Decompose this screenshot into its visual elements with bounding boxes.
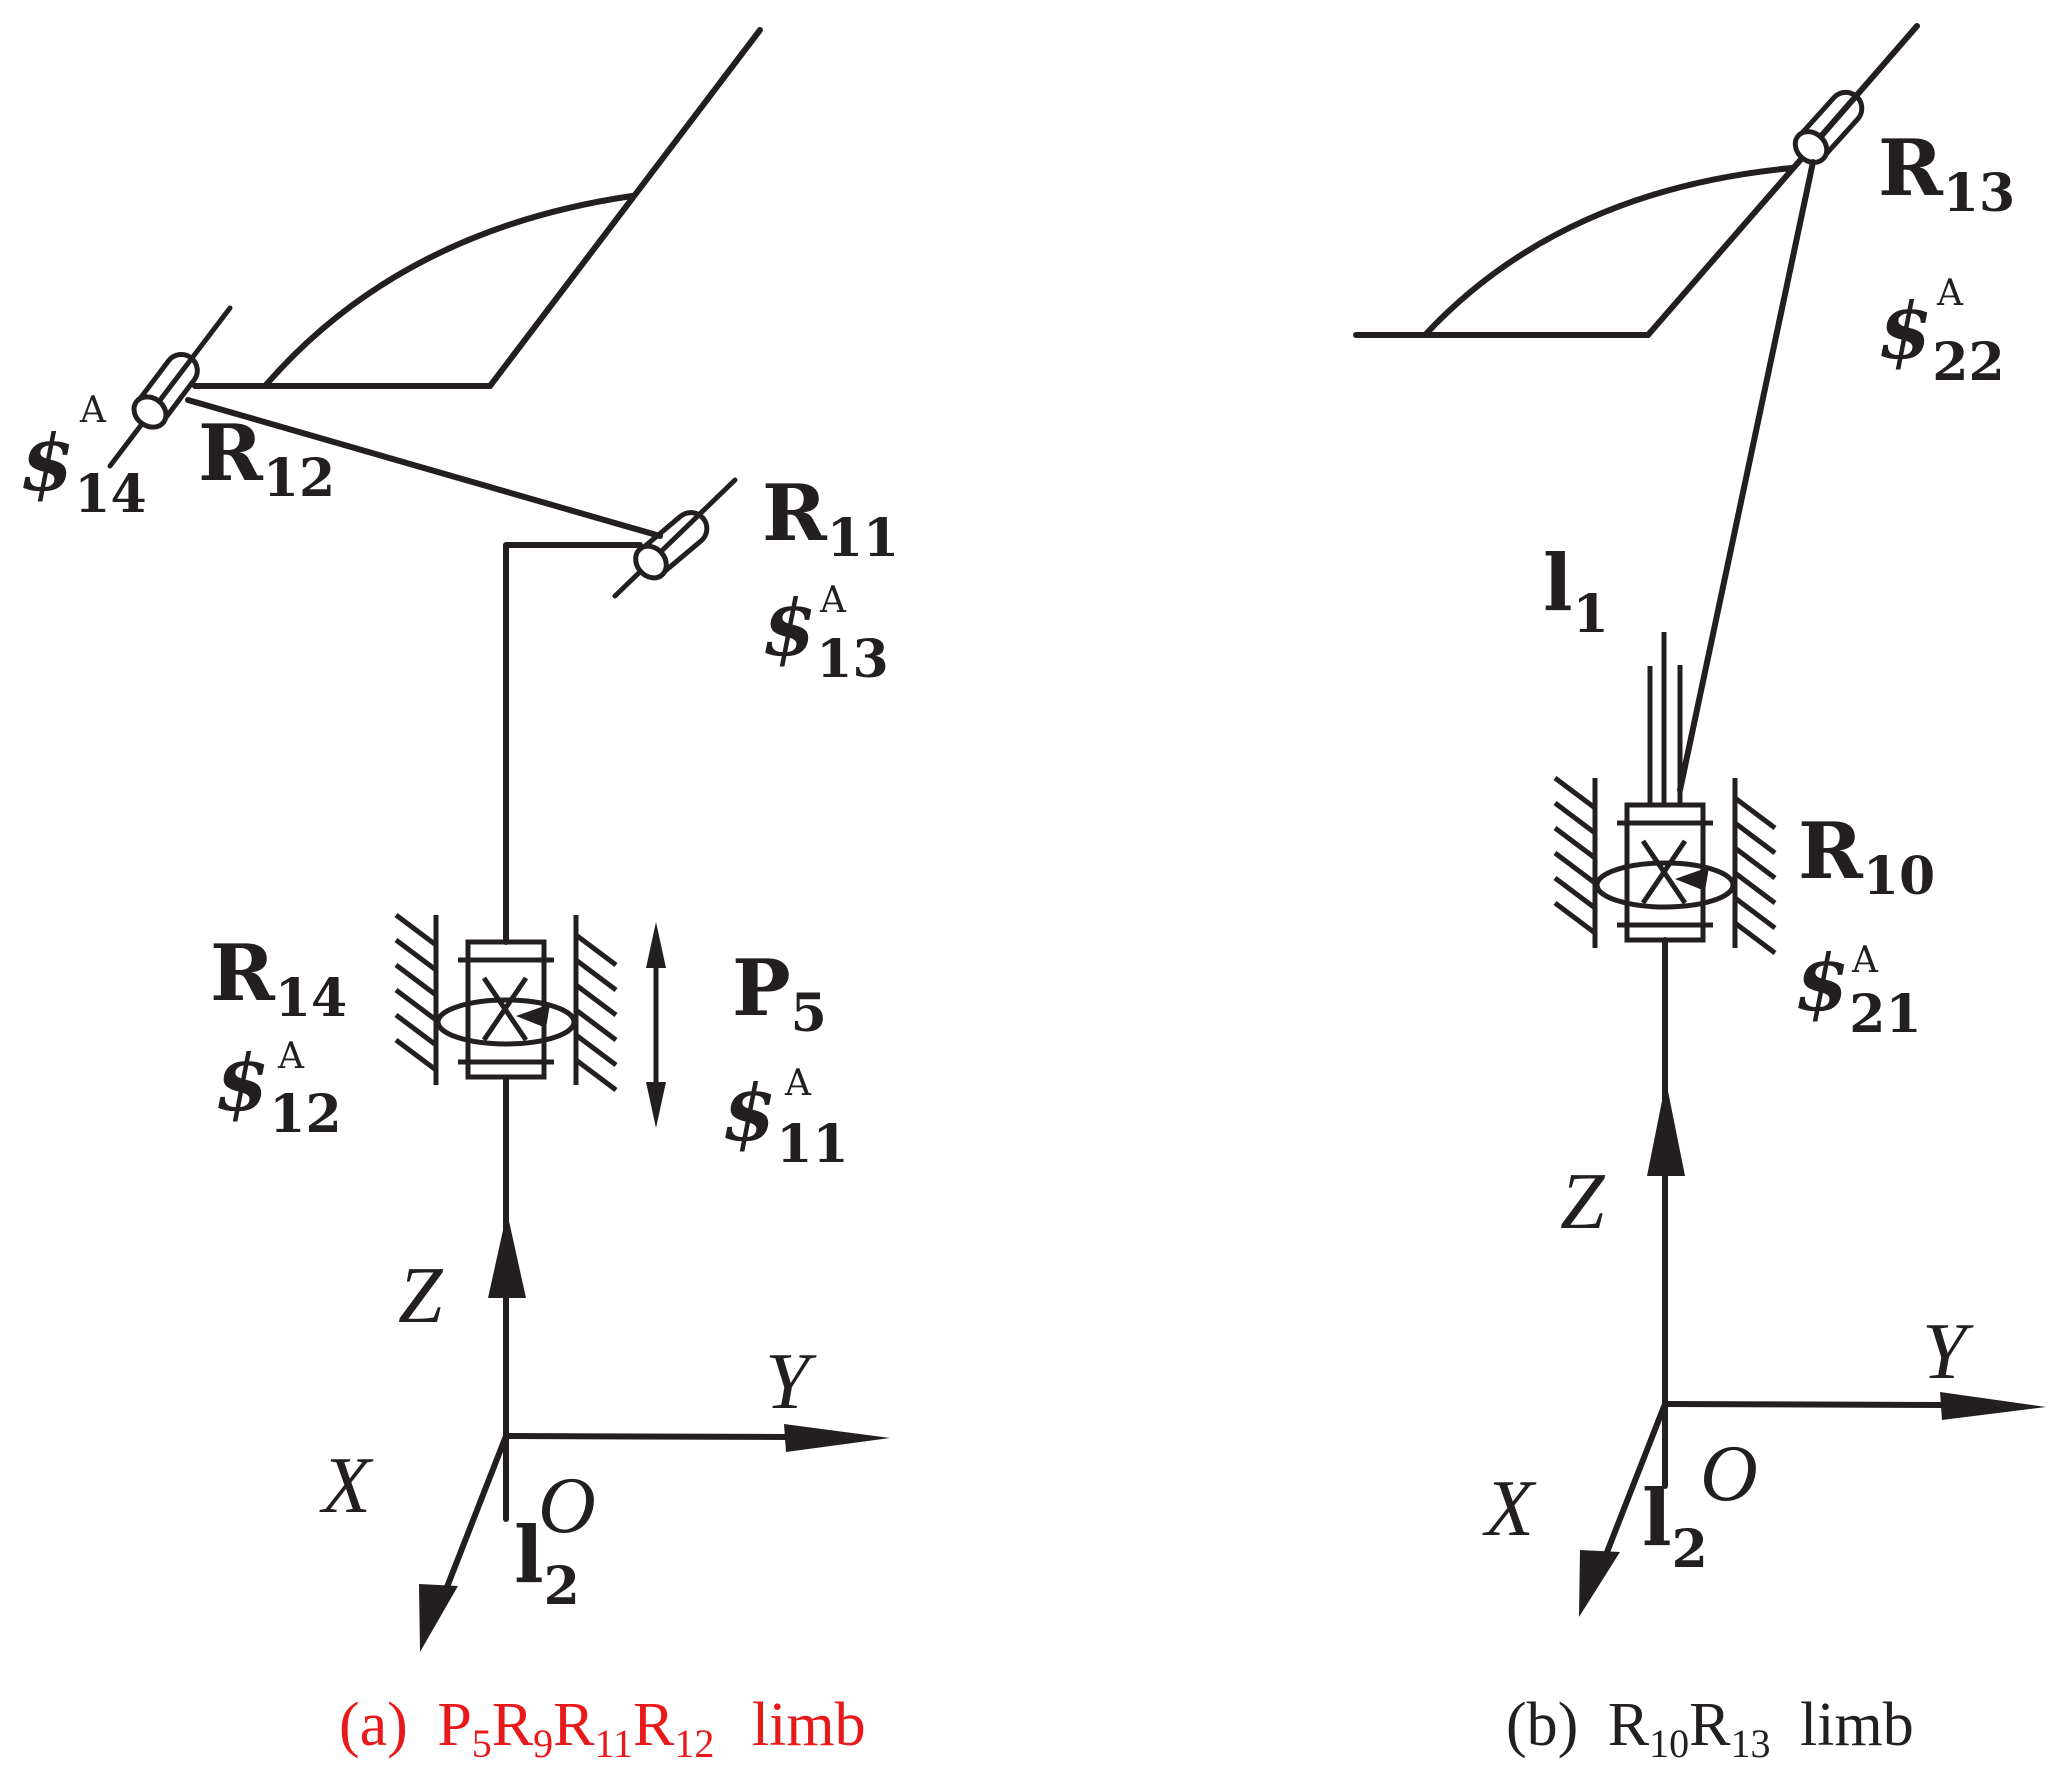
moving-platform-a: [192, 27, 763, 389]
coordinate-axes-a: [419, 1212, 890, 1652]
label-screw-11: $11: [722, 1068, 849, 1175]
z-axis-arrowhead: [488, 1212, 526, 1298]
revolute-joint-r10: [1555, 778, 1775, 953]
axis-label-z-a: Z: [398, 1252, 444, 1340]
x-axis-arrowhead: [419, 1584, 458, 1652]
moving-platform-b: [1353, 23, 1920, 338]
caption-b: (b) R10R13 limb: [1506, 1691, 1914, 1771]
label-screw-13: $13: [762, 583, 889, 690]
prismatic-revolute-joint-r14-p5: [396, 915, 616, 1090]
label-l1: l1: [1543, 538, 1609, 645]
label-r10: R10: [1798, 806, 1935, 907]
axis-label-y-b: Y: [1922, 1308, 1974, 1396]
revolute-joint-r12: [107, 305, 233, 469]
label-r14: R14: [210, 928, 347, 1029]
label-l2-b: l2: [1642, 1473, 1708, 1580]
label-r13: R13: [1878, 123, 2015, 224]
panel-b: R13 $22 A l1 R10 $21 A Z Y X O l2 (b) R1…: [1353, 23, 2046, 1771]
label-screw-11-sup: A: [784, 1063, 812, 1104]
axis-label-y-a: Y: [765, 1338, 817, 1426]
label-r12: R12: [198, 408, 335, 509]
coordinate-axes-b: [1579, 1081, 2046, 1617]
origin-label-b: O: [1700, 1430, 1758, 1518]
link-r12-r11: [185, 397, 663, 539]
label-screw-12: $12: [215, 1038, 342, 1145]
x-axis-arrowhead: [1579, 1550, 1620, 1617]
z-axis-arrowhead: [1647, 1081, 1685, 1176]
label-screw-12-sup: A: [277, 1036, 305, 1077]
panel-a: $14 A R12 R11 $13 A R14 $12 A P5 $11 A Z…: [20, 27, 899, 1771]
y-axis-arrowhead: [1940, 1392, 2046, 1420]
link-l1-rods: [1647, 632, 1683, 805]
label-p5: P5: [732, 943, 827, 1044]
link-r13-slider: [1677, 159, 1816, 793]
translation-arrow-p5: [646, 922, 666, 1128]
axis-label-x-a: X: [319, 1442, 374, 1530]
label-screw-14-sup: A: [79, 390, 107, 431]
label-screw-22-sup: A: [1936, 273, 1964, 314]
label-r11: R11: [762, 468, 899, 569]
label-screw-14: $14: [20, 418, 147, 525]
y-axis-arrowhead: [784, 1424, 890, 1452]
revolute-joint-r11: [612, 477, 738, 599]
origin-label-a: O: [538, 1462, 596, 1550]
label-l2-a: l2: [514, 1510, 580, 1617]
label-screw-21-sup: A: [1851, 940, 1879, 981]
axis-label-x-b: X: [1482, 1465, 1537, 1553]
axis-label-z-b: Z: [1560, 1158, 1606, 1246]
caption-a: (a) P5R9R11R12 limb: [339, 1691, 866, 1771]
label-screw-21: $21: [1795, 938, 1922, 1045]
label-screw-22: $22: [1878, 286, 2005, 393]
link-vertical-a: [503, 542, 643, 945]
label-screw-13-sup: A: [819, 580, 847, 621]
